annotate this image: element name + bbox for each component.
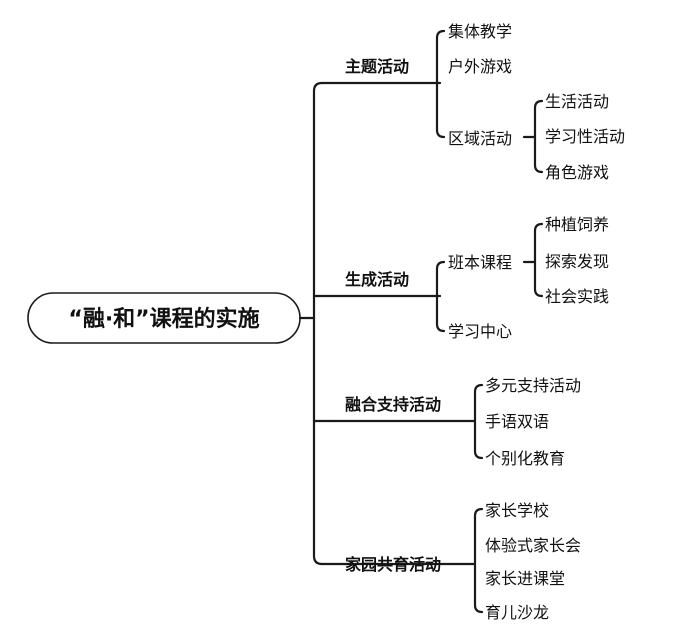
branch-3-bracket: [473, 383, 484, 460]
branch-3-child-3: 个别化教育: [485, 449, 565, 468]
main-trunk: [312, 81, 324, 566]
branch-3-child-1: 多元支持活动: [485, 376, 581, 395]
branch-2-child-2: 学习中心: [448, 322, 512, 341]
branch-2-child-1-bracket: [533, 222, 544, 298]
branch-1-grandchild-1: 生活活动: [545, 92, 609, 111]
branch-3-child-2: 手语双语: [485, 412, 549, 431]
branch-4-label: 家园共育活动: [345, 555, 441, 574]
branch-4-child-1: 家长学校: [485, 501, 549, 520]
branch-2-grandchild-2: 探索发现: [545, 252, 609, 271]
branch-1-child-1: 集体教学: [448, 22, 512, 41]
branch-1-bracket: [435, 29, 446, 139]
branch-4-child-3: 家长进课堂: [485, 569, 565, 588]
branch-1-grandchild-3: 角色游戏: [545, 163, 609, 182]
branch-4-bracket: [473, 507, 484, 614]
branch-2-bracket: [435, 260, 446, 333]
branch-2-grandchild-3: 社会实践: [545, 287, 609, 306]
branch-4-child-2: 体验式家长会: [485, 536, 581, 555]
branch-1-child-2: 户外游戏: [448, 57, 512, 76]
branch-1-grandchild-2: 学习性活动: [545, 127, 625, 146]
branch-4-child-4: 育儿沙龙: [485, 603, 549, 622]
root-node-label: “融·和”课程的实施: [68, 306, 259, 332]
branch-3-label: 融合支持活动: [345, 395, 441, 414]
branch-1-label: 主题活动: [345, 57, 409, 76]
branch-2-label: 生成活动: [345, 270, 409, 289]
branch-1-child-3: 区域活动: [448, 129, 512, 148]
branch-2-grandchild-1: 种植饲养: [545, 215, 609, 234]
branch-2-child-1: 班本课程: [448, 253, 512, 272]
branch-1-child-3-bracket: [533, 99, 544, 174]
